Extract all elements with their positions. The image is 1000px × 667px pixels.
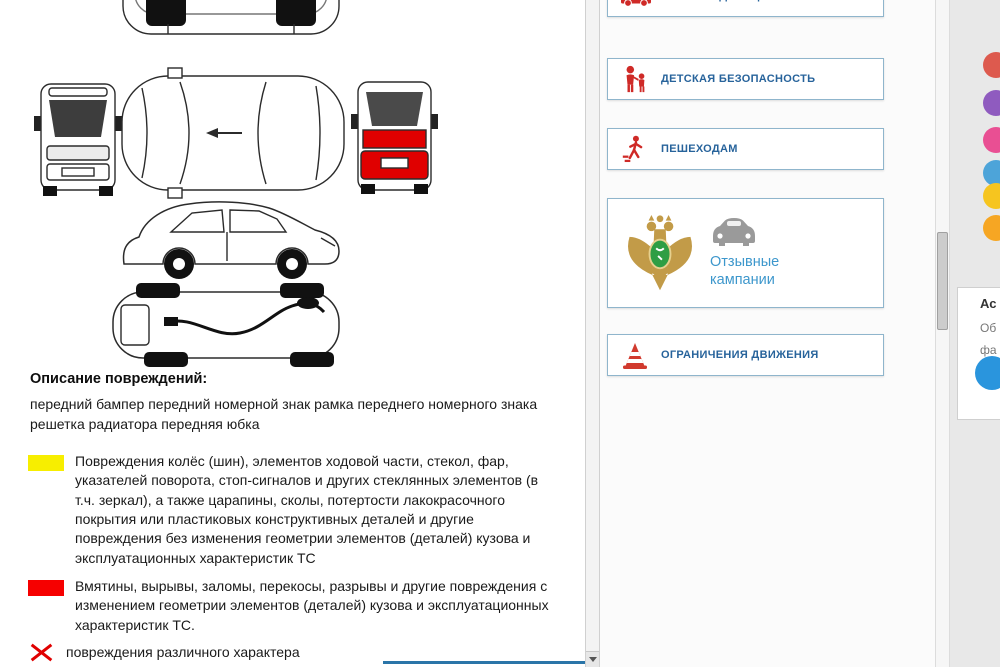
widget-title-fragment: Ас xyxy=(980,296,997,311)
legend-item-major-damage: Вмятины, вырывы, заломы, перекосы, разры… xyxy=(28,577,557,635)
share-icon-6[interactable] xyxy=(983,215,1000,241)
car-underside-view xyxy=(112,283,340,367)
damage-report-pane: Описание повреждений: передний бампер пе… xyxy=(28,0,585,667)
sidebar-item-label: АВТОВЛАДЕЛЬЦАМ xyxy=(663,0,777,2)
car-top-view xyxy=(121,67,345,199)
legend-item-minor-damage: Повреждения колёс (шин), элементов ходов… xyxy=(28,452,557,568)
share-icon-3[interactable] xyxy=(983,127,1000,153)
car-front-view xyxy=(34,83,122,196)
page-scrollbar[interactable] xyxy=(935,0,950,667)
car-side-view xyxy=(122,201,340,279)
widget-line-fragment: фа xyxy=(980,343,997,357)
legend-item-various-damage: повреждения различного характера xyxy=(28,641,548,665)
red-damage-swatch xyxy=(28,580,64,596)
damage-title: Описание повреждений: xyxy=(30,371,208,387)
sidebar-item-car-owners[interactable]: АВТОВЛАДЕЛЬЦАМ xyxy=(607,0,884,17)
sidebar-item-label: ОГРАНИЧЕНИЯ ДВИЖЕНИЯ xyxy=(661,349,819,361)
share-icon-5[interactable] xyxy=(983,183,1000,209)
car-top-view-partial xyxy=(122,0,340,35)
sidebar: АВТОВЛАДЕЛЬЦАМ ДЕТСКАЯ БЕЗОПАСНОСТЬ xyxy=(600,0,935,667)
traffic-cone-icon xyxy=(619,340,651,370)
sidebar-item-label: ДЕТСКАЯ БЕЗОПАСНОСТЬ xyxy=(661,73,816,85)
share-icon-1[interactable] xyxy=(983,52,1000,78)
car-front-view-damaged xyxy=(351,81,438,194)
sidebar-item-label: Отзывные кампании xyxy=(710,254,780,289)
legend-text: Вмятины, вырывы, заломы, перекосы, разры… xyxy=(75,578,549,633)
car-icon xyxy=(619,0,653,7)
sidebar-item-recall-campaigns[interactable]: Отзывные кампании xyxy=(607,198,884,308)
widget-line-fragment: Об xyxy=(980,321,997,335)
yellow-damage-swatch xyxy=(28,455,64,471)
sidebar-item-label: ПЕШЕХОДАМ xyxy=(661,143,738,155)
state-emblem-icon xyxy=(620,211,700,302)
x-mark-icon xyxy=(28,641,55,665)
chat-fab-button[interactable] xyxy=(975,356,1000,390)
direction-arrow-icon xyxy=(206,128,242,138)
share-icon-4[interactable] xyxy=(983,160,1000,186)
partial-button-top-edge xyxy=(383,661,585,667)
sidebar-item-child-safety[interactable]: ДЕТСКАЯ БЕЗОПАСНОСТЬ xyxy=(607,58,884,100)
inner-frame-scrollbar[interactable] xyxy=(585,0,600,667)
side-widget-card: Ас Об фа xyxy=(957,287,1000,420)
right-edge-panel: Ас Об фа xyxy=(950,0,1000,667)
gray-car-icon xyxy=(708,216,760,253)
scrollbar-thumb[interactable] xyxy=(937,232,948,330)
scrollbar-down-button[interactable] xyxy=(586,651,599,667)
child-safety-icon xyxy=(619,64,651,94)
share-icon-2[interactable] xyxy=(983,90,1000,116)
chevron-down-icon xyxy=(588,657,597,662)
legend-text: Повреждения колёс (шин), элементов ходов… xyxy=(75,453,539,566)
legend-text: повреждения различного характера xyxy=(66,644,300,661)
pedestrian-icon xyxy=(619,134,651,164)
damage-description: передний бампер передний номерной знак р… xyxy=(30,396,538,432)
sidebar-item-pedestrians[interactable]: ПЕШЕХОДАМ xyxy=(607,128,884,170)
vehicle-damage-diagram xyxy=(34,0,438,367)
sidebar-item-traffic-restrictions[interactable]: ОГРАНИЧЕНИЯ ДВИЖЕНИЯ xyxy=(607,334,884,376)
